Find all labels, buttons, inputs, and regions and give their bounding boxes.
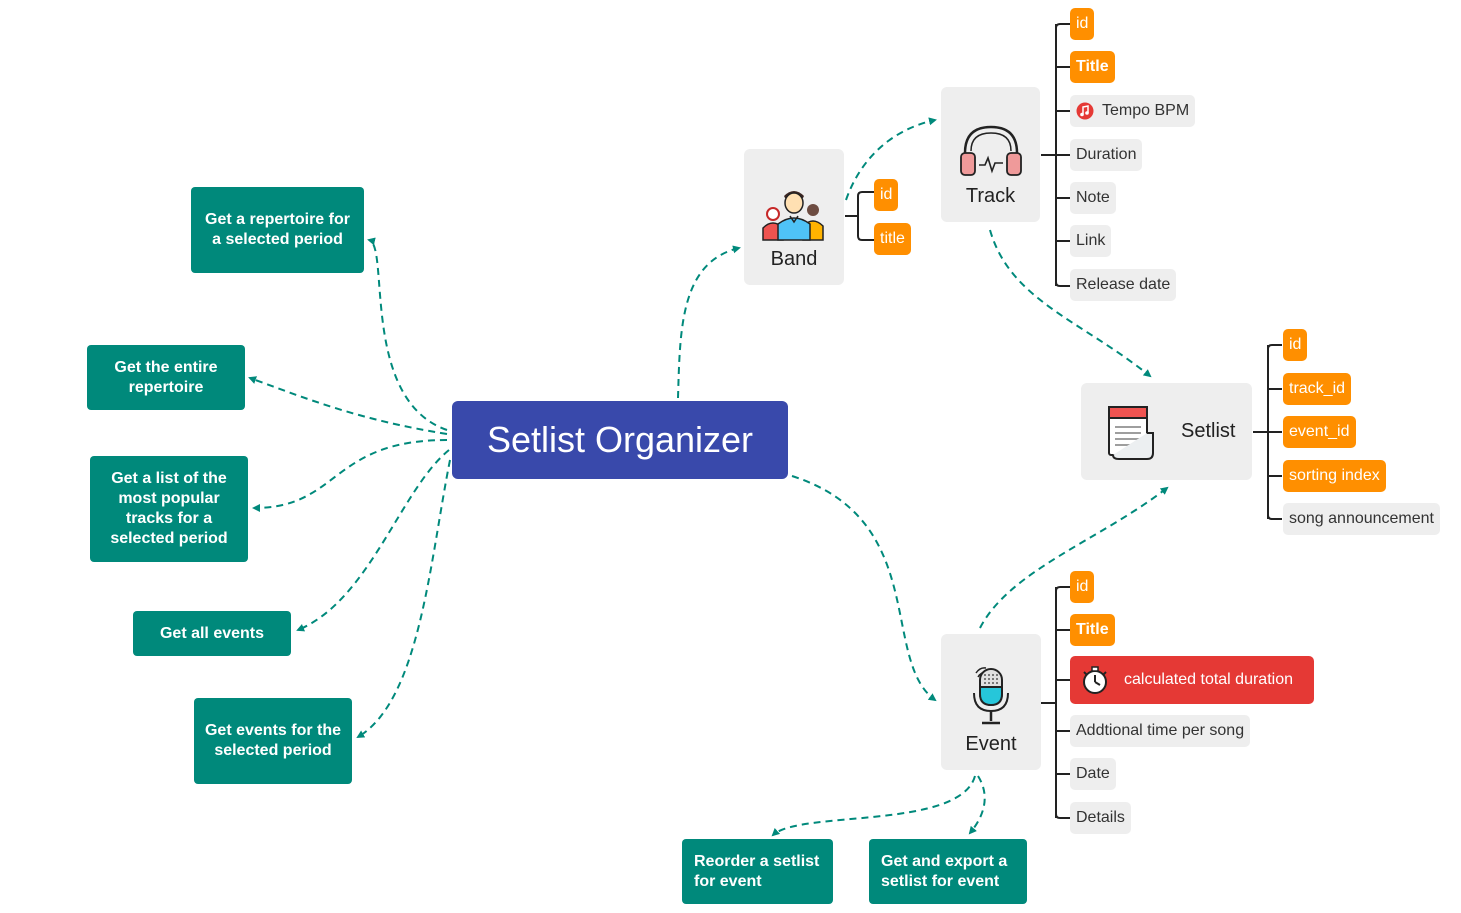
entity-event-label: Event [965,733,1017,755]
track-field-id[interactable]: id [1070,8,1095,40]
entity-setlist-label: Setlist [1181,420,1236,442]
setlist-field-bracket [1253,345,1269,519]
connector-to-entire-repertoire [248,376,448,435]
track-field-note[interactable]: Note [1070,182,1116,214]
stopwatch-icon [1083,666,1107,694]
event-field-id[interactable]: id [1070,571,1095,603]
connector-to-events-period [356,459,451,739]
track-field-tempo-label: Tempo BPM [1102,102,1190,119]
action-reorder-setlist[interactable]: Reorder a setlist for event [682,839,833,904]
track-field-link[interactable]: Link [1070,225,1112,257]
music-note-icon [1076,102,1094,120]
event-field-total-duration-label: calculated total duration [1124,671,1293,688]
entity-track-label: Track [965,185,1016,207]
action-repertoire-period[interactable]: Get a repertoire for a selected period [191,187,364,273]
setlist-field-track-id[interactable]: track_id [1283,373,1352,405]
entity-band-label: Band [770,248,818,270]
connector-event-to-reorder [771,775,976,837]
action-entire-repertoire[interactable]: Get the entire repertoire [87,345,245,410]
band-field-title[interactable]: title [874,223,911,255]
setlist-field-event-id[interactable]: event_id [1283,416,1356,448]
track-field-duration[interactable]: Duration [1070,139,1143,171]
microphone-icon [973,667,1009,725]
track-field-bracket [1041,24,1057,286]
band-field-bracket [845,191,874,241]
document-icon [1108,405,1154,460]
setlist-field-sorting-index[interactable]: sorting index [1283,460,1386,492]
setlist-field-id[interactable]: id [1283,329,1308,361]
band-field-id[interactable]: id [874,179,899,211]
connector-to-band [677,245,741,399]
connector-to-repertoire-period [367,237,448,431]
action-export-setlist[interactable]: Get and export a setlist for event [869,839,1027,904]
event-field-date[interactable]: Date [1070,758,1116,790]
connector-event-to-setlist [979,486,1169,629]
setlist-field-song-announcement[interactable]: song announcement [1283,503,1440,535]
event-field-title[interactable]: Title [1070,614,1115,646]
track-field-title[interactable]: Title [1070,51,1115,83]
action-all-events[interactable]: Get all events [133,611,291,656]
action-events-period[interactable]: Get events for the selected period [194,698,352,784]
connector-to-all-events [296,449,450,632]
event-field-additional-time[interactable]: Addtional time per song [1070,715,1251,747]
central-topic[interactable]: Setlist Organizer [452,401,788,479]
connector-event-to-export [968,775,986,835]
entity-track[interactable]: Track [941,87,1040,222]
connector-to-event [791,475,937,702]
people-icon [762,191,824,241]
track-field-release-date[interactable]: Release date [1070,269,1177,301]
action-popular-tracks[interactable]: Get a list of the most popular tracks fo… [90,456,248,562]
event-field-details[interactable]: Details [1070,802,1131,834]
connector-to-popular-tracks [252,439,448,512]
track-field-tempo[interactable]: Tempo BPM [1070,95,1196,127]
connector-band-to-track [845,117,937,201]
entity-event[interactable]: Event [941,634,1041,770]
entity-setlist[interactable]: Setlist [1081,383,1252,480]
event-field-bracket [1041,587,1057,818]
entity-band[interactable]: Band [744,149,844,285]
event-field-total-duration[interactable]: calculated total duration [1070,656,1314,704]
headphones-icon [959,125,1022,176]
connector-track-to-setlist [989,229,1152,378]
